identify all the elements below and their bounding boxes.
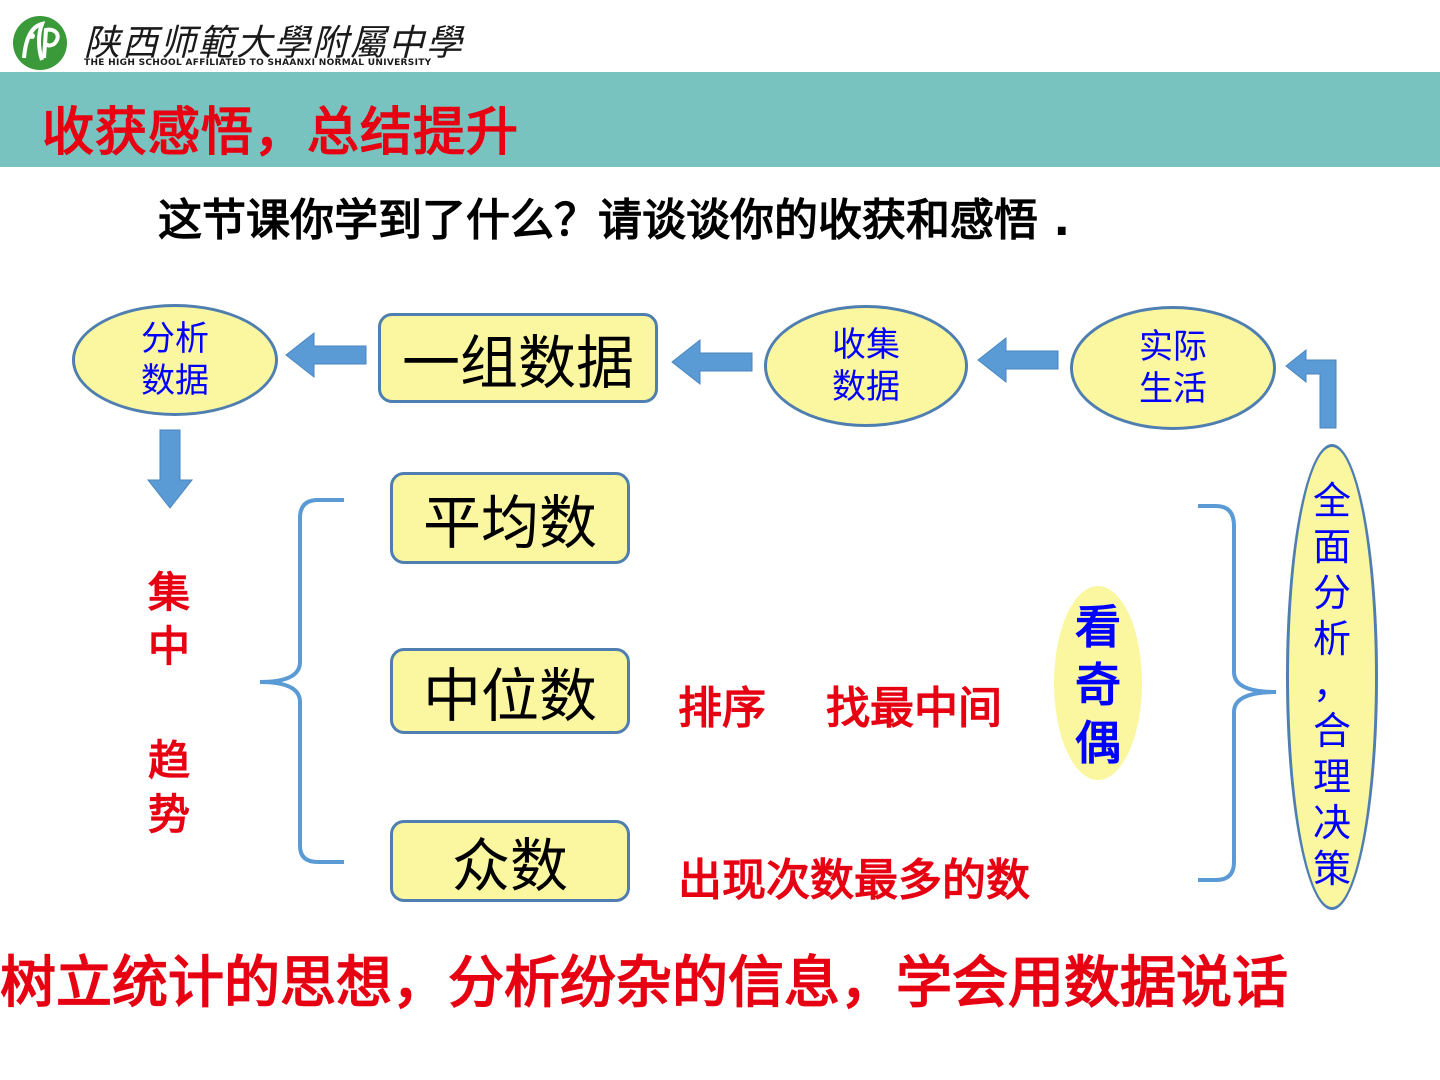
decision-label: 全 面 分 析 ， 合 理 决 策 [1312, 479, 1351, 891]
real-life-ellipse: 实际 生活 [1070, 306, 1276, 430]
median-sort-note: 排序 [678, 683, 766, 734]
left-arrow-icon [285, 331, 367, 379]
right-brace [1198, 504, 1277, 882]
question-text: 这节课你学到了什么？请谈谈你的收获和感悟 . [158, 195, 1071, 246]
bent-up-arrow-icon [1285, 348, 1337, 429]
left-arrow-icon [977, 336, 1059, 384]
mode-description: 出现次数最多的数 [678, 855, 1030, 906]
dataset-box: 一组数据 [378, 313, 658, 403]
parity-ellipse [1054, 586, 1142, 780]
school-name-en: THE HIGH SCHOOL AFFILIATED TO SHAANXI NO… [84, 58, 432, 68]
title-bar [0, 72, 1440, 167]
median-box: 中位数 [390, 648, 630, 734]
mode-box: 众数 [390, 820, 630, 902]
bottom-summary: 树立统计的思想，分析纷杂的信息，学会用数据说话 [0, 951, 1288, 1016]
analyze-data-ellipse: 分析 数据 [72, 304, 278, 416]
school-name-cn: 陕西师範大學附屬中學 [84, 23, 465, 64]
parity-label: 看 奇 偶 [1075, 600, 1121, 770]
mean-box: 平均数 [390, 472, 630, 564]
median-find-note: 找最中间 [826, 683, 1002, 734]
collect-data-ellipse: 收集 数据 [764, 305, 968, 427]
central-tendency-label: 集 中 趋 势 [147, 568, 190, 839]
slide-title: 收获感悟，总结提升 [42, 103, 520, 163]
down-arrow-icon [146, 429, 194, 509]
left-arrow-icon [671, 338, 753, 386]
bottom-line-clip: 树立统计的思想，分析纷杂的信息，学会用数据说话 [0, 930, 1440, 1020]
left-brace [259, 498, 344, 864]
decision-ellipse [1286, 444, 1378, 910]
school-logo-icon [13, 16, 67, 70]
